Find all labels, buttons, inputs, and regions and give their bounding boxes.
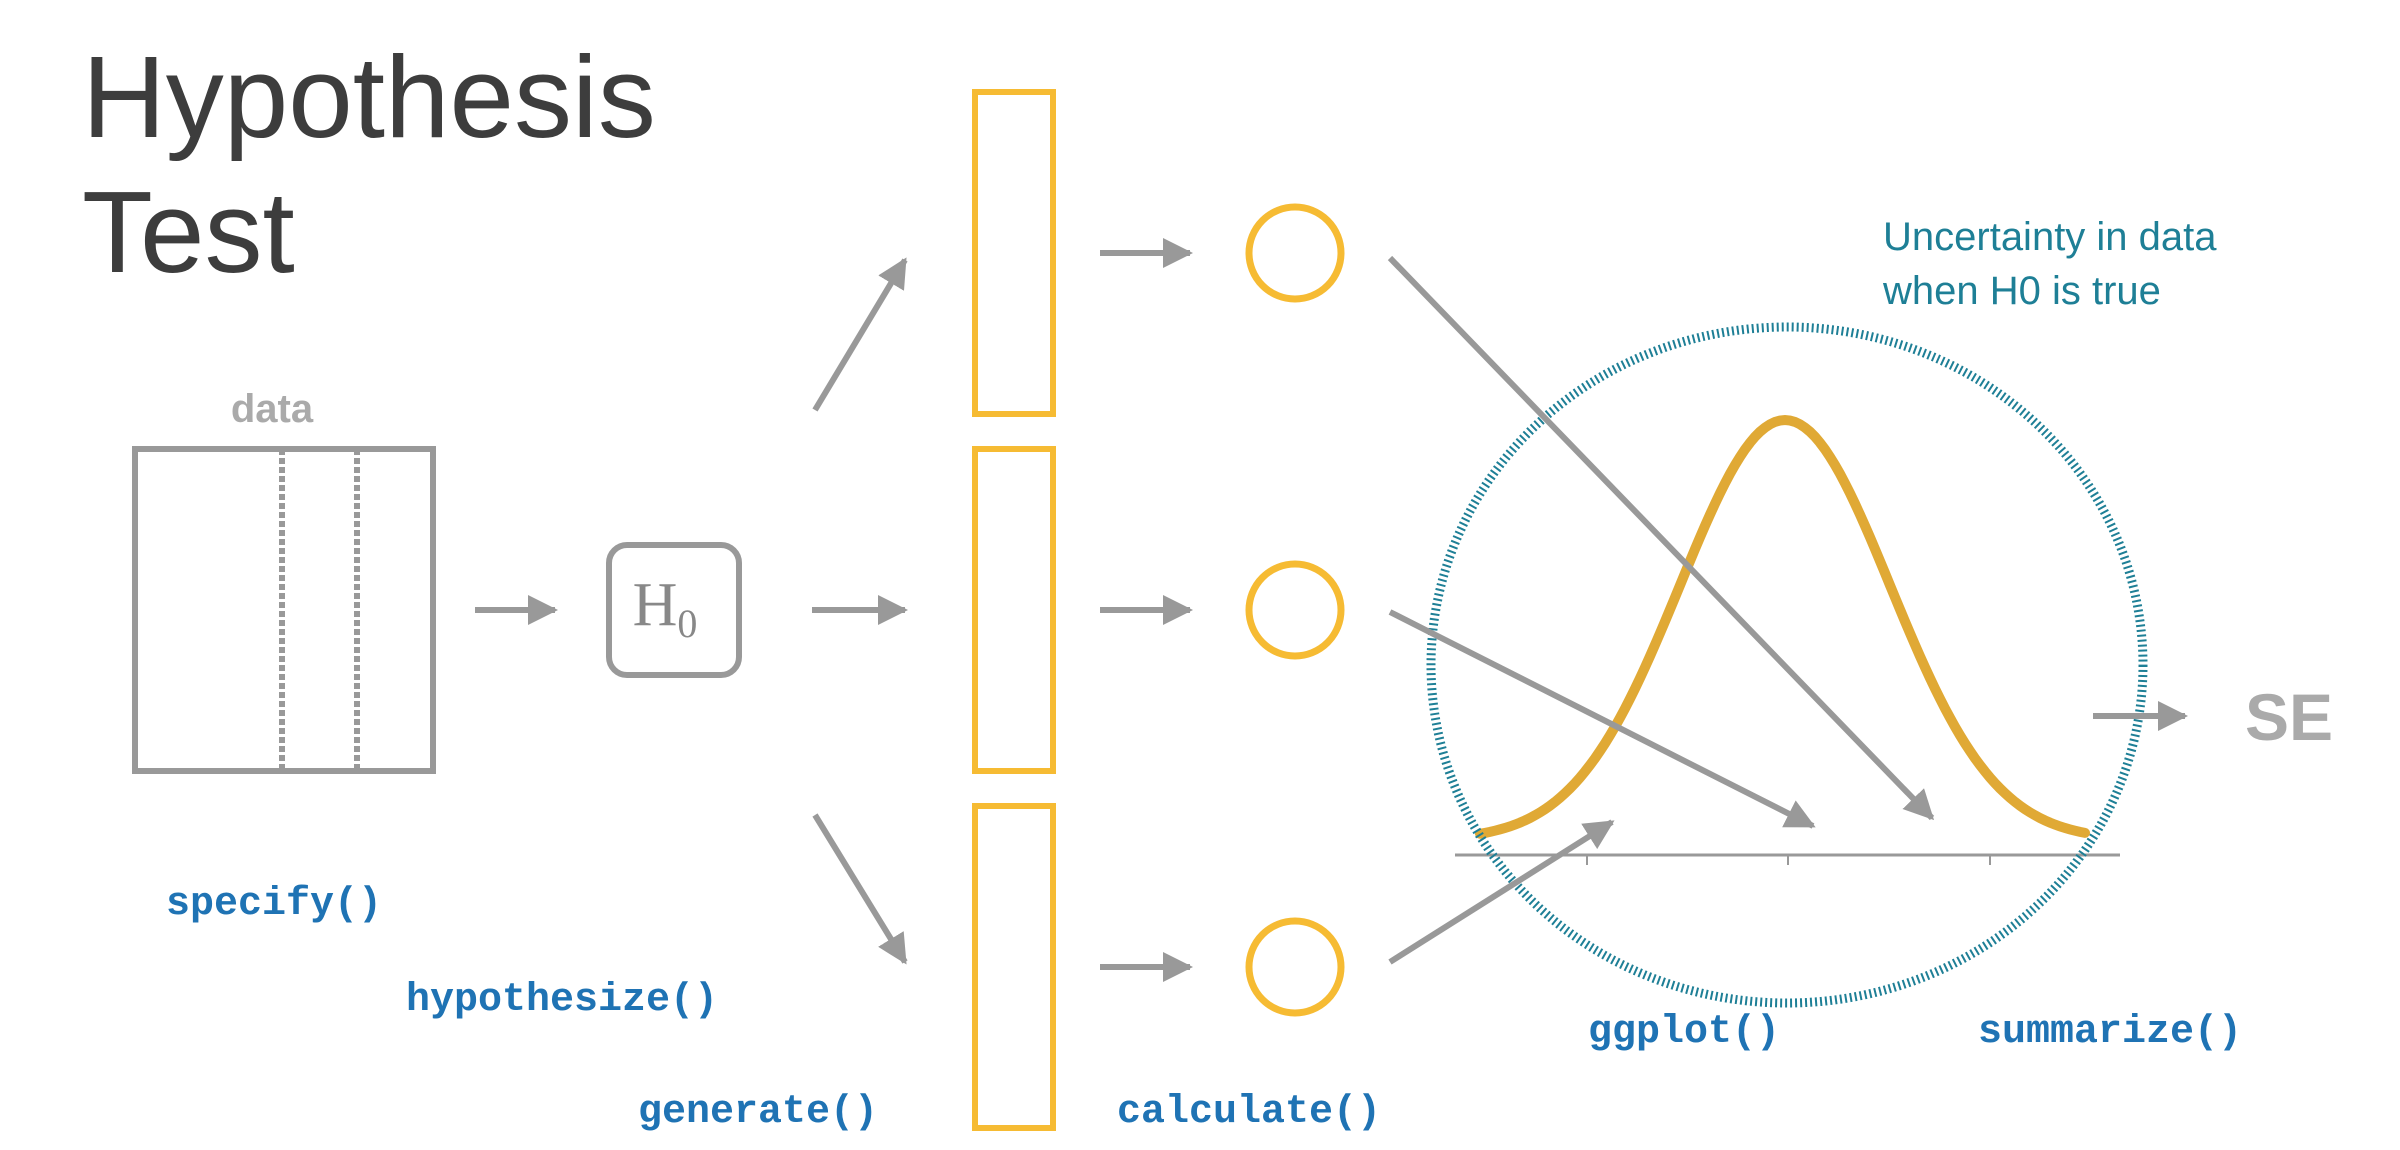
svg-text:H0: H0 — [633, 571, 698, 646]
arrow-stat-2-to-distribution — [1388, 609, 1816, 829]
arrow-stat-1-to-distribution — [1387, 255, 1935, 821]
page-title: Hypothesis Test — [82, 30, 656, 300]
generated-sample-2 — [972, 446, 1056, 774]
ggplot-label: ggplot() — [1588, 1010, 1780, 1055]
arrow-h0-to-sample-1 — [812, 257, 908, 412]
statistic-circle-3 — [1245, 917, 1345, 1017]
uncertainty-line-1: Uncertainty in data — [1883, 215, 2217, 259]
uncertainty-circle — [1426, 322, 2148, 1008]
data-table — [132, 446, 436, 774]
arrow-h0-to-sample-3 — [812, 813, 908, 965]
title-line-2: Test — [82, 167, 295, 297]
summarize-label: summarize() — [1978, 1010, 2242, 1055]
generated-sample-1 — [972, 89, 1056, 417]
statistic-circle-2 — [1245, 560, 1345, 660]
specify-label: specify() — [166, 882, 382, 927]
generate-label: generate() — [638, 1090, 878, 1135]
calculate-label: calculate() — [1117, 1090, 1381, 1135]
uncertainty-label: Uncertainty in data when H0 is true — [1882, 215, 2228, 313]
statistic-circle-1 — [1245, 203, 1345, 303]
h0-subscript: 0 — [677, 601, 697, 646]
generated-sample-3 — [972, 803, 1056, 1131]
hypothesize-label: hypothesize() — [406, 978, 718, 1023]
arrow-stat-3-to-distribution — [1388, 819, 1615, 965]
null-distribution-curve — [1475, 414, 2090, 839]
axis-ticks — [1586, 855, 1991, 865]
data-label: data — [231, 387, 314, 431]
se-label: SE — [2245, 680, 2333, 754]
title-line-1: Hypothesis — [82, 32, 656, 162]
null-hypothesis-box: H0 — [606, 542, 742, 678]
h0-main: H — [633, 571, 678, 639]
uncertainty-line-2: when H0 is true — [1882, 269, 2161, 313]
